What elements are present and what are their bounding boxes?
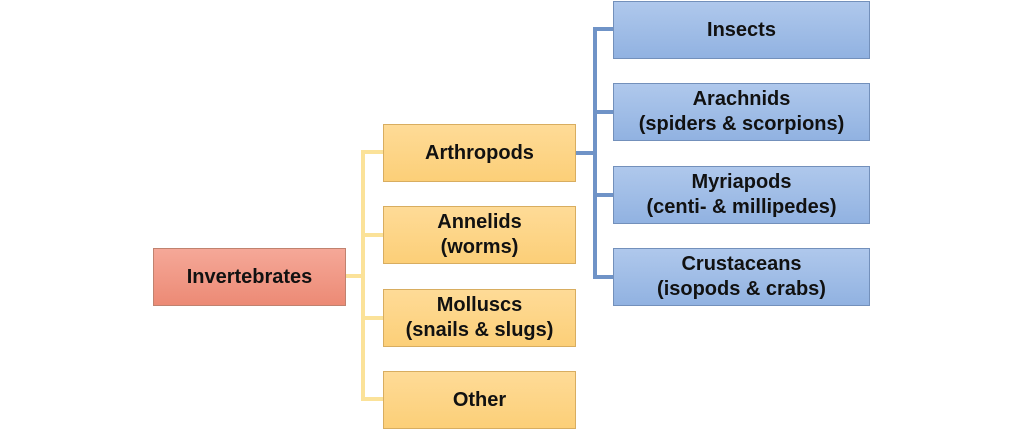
- node-label: Invertebrates: [186, 265, 313, 288]
- connector-to-arthropods: [361, 150, 384, 154]
- node-insects: Insects: [613, 1, 870, 59]
- node-crustaceans: Crustaceans (isopods & crabs): [613, 248, 870, 306]
- node-arthropods: Arthropods: [383, 124, 576, 182]
- connector-subgroups-spine: [593, 27, 597, 279]
- node-invertebrates: Invertebrates: [153, 248, 346, 306]
- node-label: Annelids: [437, 211, 522, 233]
- node-label: Myriapods: [691, 171, 792, 193]
- connector-arthropods-stub: [575, 151, 597, 155]
- node-molluscs: Molluscs (snails & slugs): [383, 289, 576, 347]
- node-sublabel: (spiders & scorpions): [638, 113, 845, 135]
- node-sublabel: (worms): [440, 236, 519, 258]
- connector-to-insects: [593, 27, 614, 31]
- node-sublabel: (isopods & crabs): [657, 278, 826, 300]
- node-sublabel: (snails & slugs): [405, 319, 554, 341]
- node-label: Crustaceans: [681, 253, 802, 275]
- node-arachnids: Arachnids (spiders & scorpions): [613, 83, 870, 141]
- connector-to-crustaceans: [593, 275, 614, 279]
- node-label: Other: [452, 388, 507, 411]
- node-other: Other: [383, 371, 576, 429]
- node-label: Arachnids: [692, 88, 791, 110]
- connector-to-arachnids: [593, 110, 614, 114]
- node-label: Insects: [707, 18, 776, 41]
- connector-root-stub: [345, 274, 363, 278]
- connector-to-other: [361, 397, 384, 401]
- node-label: Arthropods: [425, 141, 534, 164]
- node-annelids: Annelids (worms): [383, 206, 576, 264]
- node-label: Molluscs: [436, 294, 523, 316]
- connector-groups-spine: [361, 150, 365, 401]
- node-sublabel: (centi- & millipedes): [646, 196, 837, 218]
- connector-to-annelids: [361, 233, 384, 237]
- connector-to-molluscs: [361, 316, 384, 320]
- node-myriapods: Myriapods (centi- & millipedes): [613, 166, 870, 224]
- connector-to-myriapods: [593, 193, 614, 197]
